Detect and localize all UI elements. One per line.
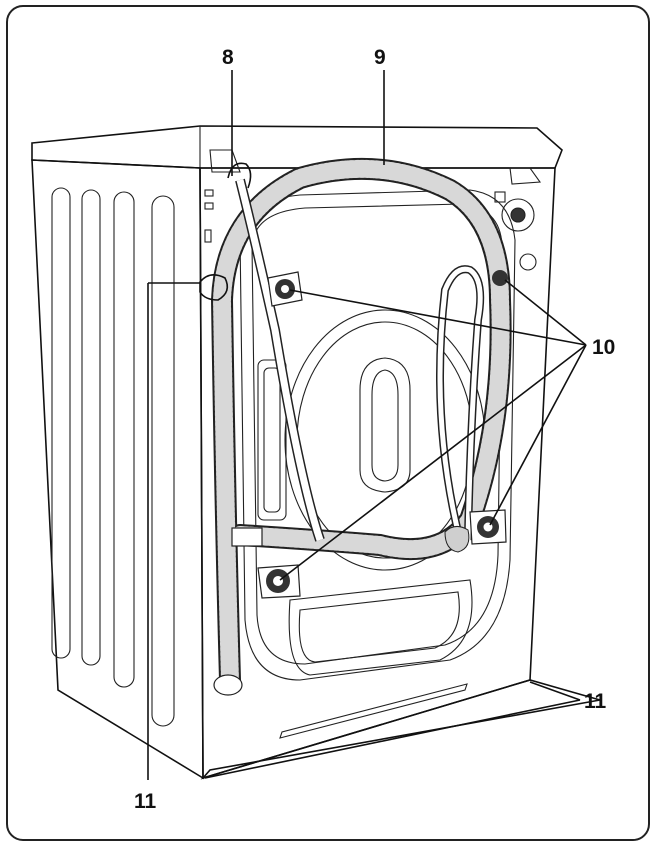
leader-11a <box>529 681 581 701</box>
transport-bolt-bottom-right <box>444 509 507 553</box>
hose-clip <box>199 274 229 301</box>
top-brackets <box>209 149 542 185</box>
drain-hose <box>210 157 512 696</box>
label-9: 9 <box>374 46 386 69</box>
leader-10d <box>489 344 587 526</box>
side-sockets <box>204 189 214 243</box>
leader-10c <box>279 344 587 581</box>
inlet-valve-area <box>494 191 537 271</box>
plinth-slot <box>279 683 468 739</box>
label-8: 8 <box>222 46 234 69</box>
side-ribs <box>51 187 175 727</box>
top-panel <box>31 125 563 169</box>
leader-10a <box>289 289 587 346</box>
transport-bolt-right-top <box>492 270 508 286</box>
supply-hose <box>235 178 485 542</box>
label-11-right: 11 <box>584 690 607 713</box>
leader-10b <box>504 279 587 346</box>
hose-bracket <box>231 527 263 547</box>
label-10: 10 <box>592 336 615 359</box>
bottom-plinth <box>200 679 601 780</box>
transport-bolt-top <box>267 271 303 307</box>
diagram-frame <box>6 5 650 841</box>
leader-lines <box>147 70 587 780</box>
leader-11b <box>204 699 581 779</box>
label-11-left: 11 <box>134 790 157 813</box>
